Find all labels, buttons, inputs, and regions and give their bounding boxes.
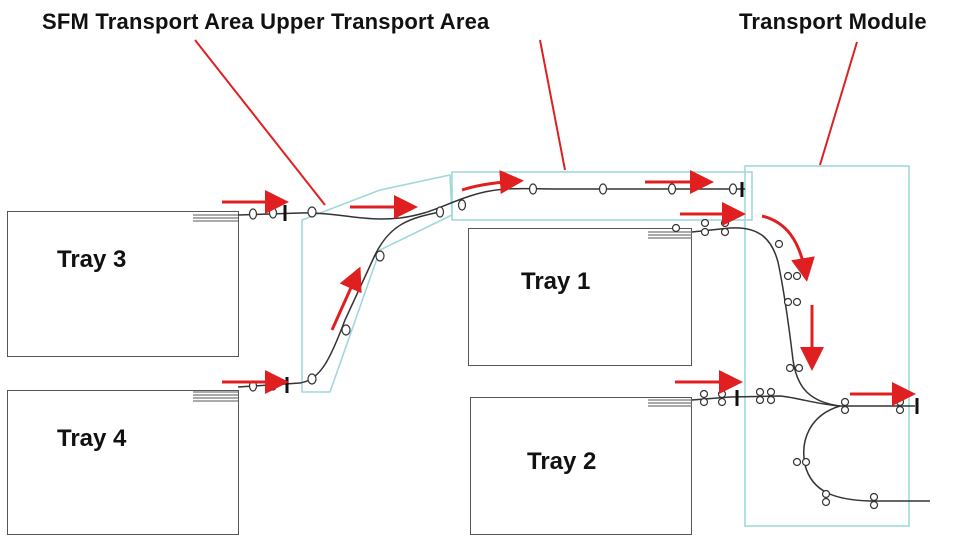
sfm-transport-area-outline — [301, 174, 453, 393]
tray-4-label: Tray 4 — [57, 425, 127, 452]
stop-marks — [283, 182, 919, 414]
sfm-upper-transport-area-label: SFM Transport Area Upper Transport Area — [42, 9, 490, 34]
transport-module-outline — [744, 165, 910, 527]
tray-3-box — [7, 211, 239, 357]
tray-3-label: Tray 3 — [57, 246, 127, 273]
tray-stack-marks — [193, 214, 692, 407]
transport-module-label: Transport Module — [739, 9, 927, 34]
tray-1-label: Tray 1 — [521, 268, 591, 295]
tray-4-box — [7, 390, 239, 535]
upper-transport-area-outline — [451, 171, 753, 221]
direction-arrows — [222, 170, 916, 406]
paper-paths — [237, 187, 930, 502]
tray-1-box — [468, 228, 692, 366]
tray-2-box — [470, 397, 692, 535]
rollers — [248, 183, 905, 510]
tray-2-label: Tray 2 — [527, 448, 597, 475]
leader-lines — [194, 39, 858, 206]
